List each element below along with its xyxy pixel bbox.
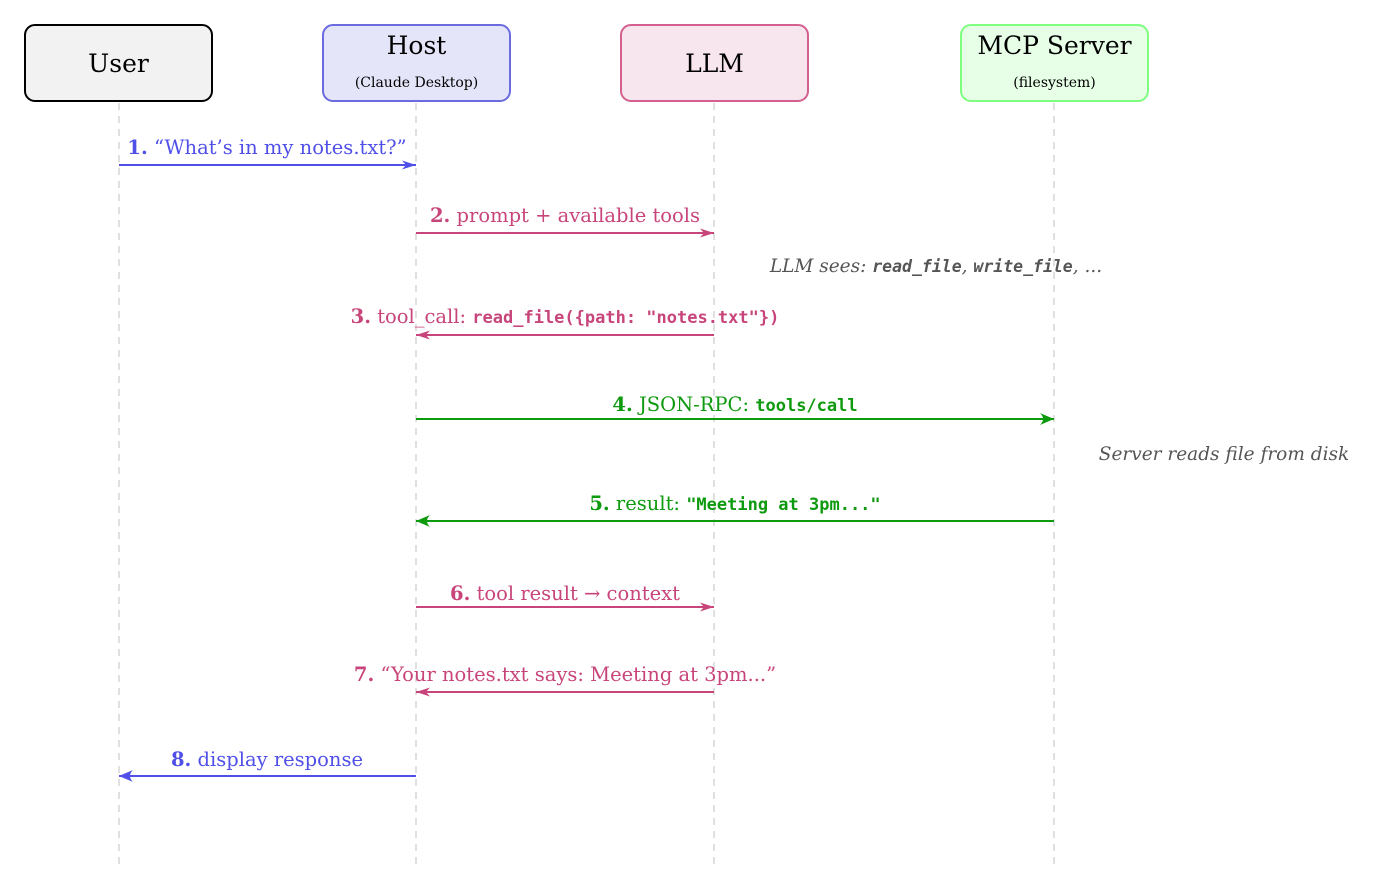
message-5-text: result: [616, 492, 686, 515]
actor-host: Host (Claude Desktop) [322, 24, 511, 102]
message-7-number: 7. [354, 663, 374, 686]
note-1-separator: , [962, 256, 974, 277]
message-2-number: 2. [430, 204, 450, 227]
message-1-number: 1. [127, 136, 147, 159]
actor-box-llm [620, 24, 809, 102]
message-2-text: prompt + available tools [457, 204, 700, 227]
actor-name-llm: LLM [685, 49, 744, 78]
message-4-label: 4. JSON-RPC: tools/call [612, 393, 857, 416]
message-2: 2. prompt + available tools [416, 204, 714, 238]
actor-mcp: MCP Server (filesystem) [960, 24, 1149, 102]
message-3-text: tool_call: [377, 305, 472, 328]
message-4-text: JSON-RPC: [637, 393, 755, 416]
message-4: 4. JSON-RPC: tools/call [416, 393, 1054, 425]
actor-llm: LLM [620, 24, 809, 102]
message-8-number: 8. [171, 748, 191, 771]
message-4-code: tools/call [755, 396, 857, 416]
message-5-number: 5. [589, 492, 609, 515]
message-2-label: 2. prompt + available tools [430, 204, 700, 227]
note-llm-sees: LLM sees: read_file, write_file, ... [769, 256, 1102, 277]
message-3-number: 3. [351, 305, 371, 328]
actor-box-user [24, 24, 213, 102]
note-server-reads: Server reads file from disk [1099, 444, 1349, 465]
message-6-number: 6. [450, 582, 470, 605]
actor-name-mcp: MCP Server [977, 31, 1131, 60]
message-6-label: 6. tool result → context [450, 582, 680, 605]
message-8-text: display response [198, 748, 363, 771]
message-3-code: read_file({path: "notes.txt"}) [472, 308, 779, 328]
actor-box-mcp [960, 24, 1149, 102]
note-1-prefix: LLM sees: [769, 256, 872, 277]
message-8: 8. display response [119, 748, 416, 782]
actor-box-host [322, 24, 511, 102]
message-1: 1. “What’s in my notes.txt?” [119, 136, 416, 170]
actor-name-user: User [88, 49, 149, 78]
message-1-label: 1. “What’s in my notes.txt?” [127, 136, 406, 159]
message-6-text: tool result → context [477, 582, 681, 605]
actor-subtitle-mcp: (filesystem) [1013, 75, 1096, 91]
message-4-number: 4. [612, 393, 632, 416]
message-7: 7. “Your notes.txt says: Meeting at 3pm.… [354, 663, 776, 697]
actor-subtitle-host: (Claude Desktop) [355, 75, 478, 91]
actor-name-host: Host [387, 31, 447, 60]
message-8-label: 8. display response [171, 748, 363, 771]
message-5-code: "Meeting at 3pm..." [686, 495, 880, 515]
message-7-label: 7. “Your notes.txt says: Meeting at 3pm.… [354, 663, 776, 686]
note-1-code-write-file: write_file [973, 257, 1072, 276]
message-3: 3. tool_call: read_file({path: "notes.tx… [351, 305, 780, 340]
message-5: 5. result: "Meeting at 3pm..." [416, 492, 1054, 527]
lifelines [118, 103, 1055, 865]
message-5-label: 5. result: "Meeting at 3pm..." [589, 492, 880, 515]
message-3-label: 3. tool_call: read_file({path: "notes.tx… [351, 305, 780, 328]
note-1-suffix: , ... [1073, 256, 1102, 277]
actor-user: User [24, 24, 213, 102]
note-2-text: Server reads file from disk [1099, 444, 1349, 465]
message-1-text: “What’s in my notes.txt?” [154, 136, 407, 159]
message-7-text: “Your notes.txt says: Meeting at 3pm...” [380, 663, 776, 686]
note-1-code-read-file: read_file [872, 257, 961, 276]
message-6: 6. tool result → context [416, 582, 714, 612]
